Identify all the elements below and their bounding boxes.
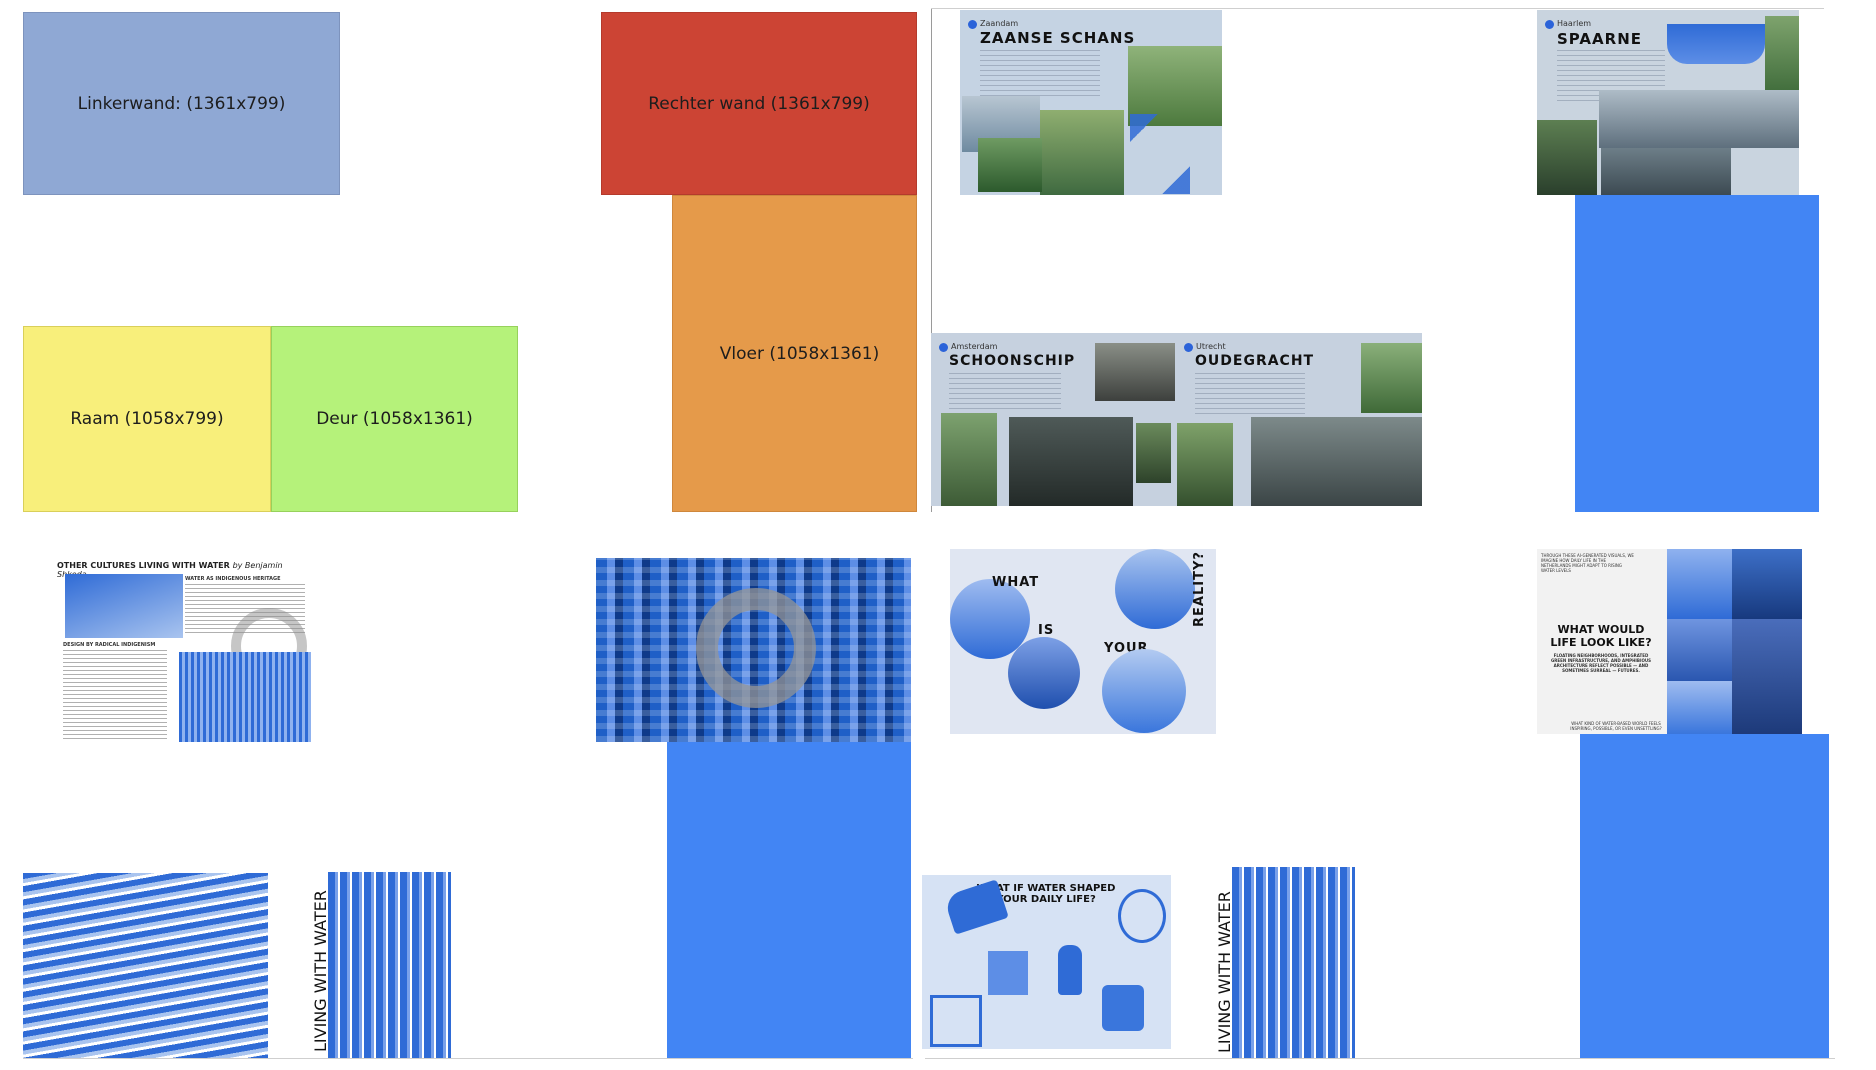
floor-box[interactable]: Vloer (1058x1361) [672,195,917,512]
placeholder-blue-block[interactable] [1575,195,1819,512]
poster-question-text: WHAT KIND OF WATER-BASED WORLD FEELS INS… [1570,721,1662,731]
poster-photo [1040,110,1124,195]
poster-photo [65,574,183,638]
door-box[interactable]: Deur (1058x1361) [271,326,518,512]
placeholder-blue-block[interactable] [1580,734,1829,1058]
poster-photo [1009,417,1133,506]
bicycle-icon [1118,889,1166,943]
poster-word: WHAT [992,575,1040,590]
right-wall-box[interactable]: Rechter wand (1361x799) [601,12,917,195]
poster-vertical-title: LIVING WITH WATER [311,890,330,1052]
poster-title: SPAARNE [1557,30,1642,48]
poster-text-block [1195,373,1305,417]
placeholder-blue-block[interactable] [667,742,911,1058]
poster-title: ZAANSE SCHANS [980,29,1136,47]
poster-body-text: FLOATING NEIGHBORHOODS, INTEGRATED GREEN… [1551,653,1651,673]
poster-photo [1667,549,1732,619]
poster-circle-photo [1008,637,1080,709]
location-pin-icon [1545,20,1554,29]
left-wall-box[interactable]: Linkerwand: (1361x799) [23,12,340,195]
poster-photo [1537,120,1597,195]
other-cultures-poster[interactable]: OTHER CULTURES LIVING WITH WATER by Benj… [55,560,311,744]
poster-circle-photo [950,579,1030,659]
poster-intro-text: THROUGH THESE AI-GENERATED VISUALS, WE I… [1541,553,1634,573]
living-with-water-poster-1[interactable]: LIVING WITH WATER [306,872,451,1058]
poster-photo [1095,343,1175,401]
poster-photo [941,413,997,506]
water-texture-image[interactable] [23,873,268,1058]
poster-photo [1128,46,1222,126]
poster-text-block [949,373,1061,413]
location-pin-icon [968,20,977,29]
daily-life-poster[interactable]: WHAT IF WATER SHAPED YOUR DAILY LIFE? [922,875,1171,1049]
poster-photo [1599,90,1799,148]
bottom-border-line-left [23,1058,913,1059]
poster-photo [1136,423,1171,483]
right-wall-label: Rechter wand (1361x799) [648,93,870,114]
location-pin-icon [1184,343,1193,352]
poster-title: OUDEGRACHT [1195,353,1315,369]
poster-city: Zaandam [980,19,1019,28]
poster-photo [1601,148,1731,195]
windmill-illustration [1130,114,1190,194]
poster-photo [1251,417,1422,506]
poster-title: WHAT IF WATER SHAPED YOUR DAILY LIFE? [976,883,1116,905]
zaanse-schans-poster[interactable]: Zaandam ZAANSE SCHANS [960,10,1222,195]
poster-city: Haarlem [1557,19,1592,28]
poster-title: SCHOONSCHIP [949,353,1076,369]
water-texture-image [328,872,451,1058]
poster-subheading: DESIGN BY RADICAL INDIGENISM [63,642,156,648]
door-label: Deur (1058x1361) [316,409,473,429]
life-poster[interactable]: THROUGH THESE AI-GENERATED VISUALS, WE I… [1537,549,1802,734]
figure-illustration [1058,945,1082,995]
poster-photo [1177,423,1233,506]
poster-title-line: LIFE LOOK LIKE? [1550,636,1652,649]
vertical-divider [931,8,932,512]
poster-word: IS [1038,623,1055,638]
poster-circle-photo [1115,549,1195,629]
window-box[interactable]: Raam (1058x799) [23,326,271,512]
poster-photo [179,652,311,742]
spiral-illustration [696,588,816,708]
location-pin-icon [939,343,948,352]
poster-photo [1667,619,1732,681]
poster-text-block [63,650,167,740]
building-illustration [988,951,1028,995]
poster-photo [1667,681,1732,734]
poster-photo [1765,16,1799,96]
poster-photo [978,138,1042,192]
poster-title-text: OTHER CULTURES LIVING WITH WATER [57,561,230,570]
poster-photo [1361,343,1422,413]
water-texture-image [1232,867,1355,1058]
bottom-border-line-right [925,1058,1835,1059]
poster-photo [1732,549,1802,619]
poster-title-line: WHAT WOULD [1557,623,1645,636]
shopping-bag-icon [1102,985,1144,1031]
poster-title-line: YOUR DAILY LIFE? [996,894,1096,905]
poster-subheading: WATER AS INDIGENOUS HERITAGE [185,576,281,582]
poster-circle-photo [1102,649,1186,733]
poster-city: Amsterdam [951,342,998,351]
top-border-line [931,8,1824,9]
reality-poster[interactable]: WHAT IS YOUR REALITY? [950,549,1216,734]
poster-text-block [980,50,1100,98]
chair-illustration [930,995,982,1047]
poster-word-vertical: REALITY? [1192,551,1207,627]
poster-vertical-title: LIVING WITH WATER [1215,891,1234,1053]
boat-illustration [1667,24,1765,64]
poster-title: WHAT WOULD LIFE LOOK LIKE? [1549,623,1653,649]
left-wall-label: Linkerwand: (1361x799) [77,93,286,114]
photo-mosaic[interactable] [596,558,911,742]
floor-label: Vloer (1058x1361) [719,343,880,364]
poster-photo [1732,619,1802,734]
spaarne-poster[interactable]: Haarlem SPAARNE [1537,10,1799,195]
poster-city: Utrecht [1196,342,1226,351]
poster-title-line: WHAT IF WATER SHAPED [976,883,1116,894]
window-label: Raam (1058x799) [70,409,224,429]
train-illustration [943,879,1009,935]
schoonschip-oudegracht-poster[interactable]: Amsterdam SCHOONSCHIP Utrecht OUDEGRACHT [931,333,1422,506]
living-with-water-poster-2[interactable]: LIVING WITH WATER [1210,867,1355,1058]
